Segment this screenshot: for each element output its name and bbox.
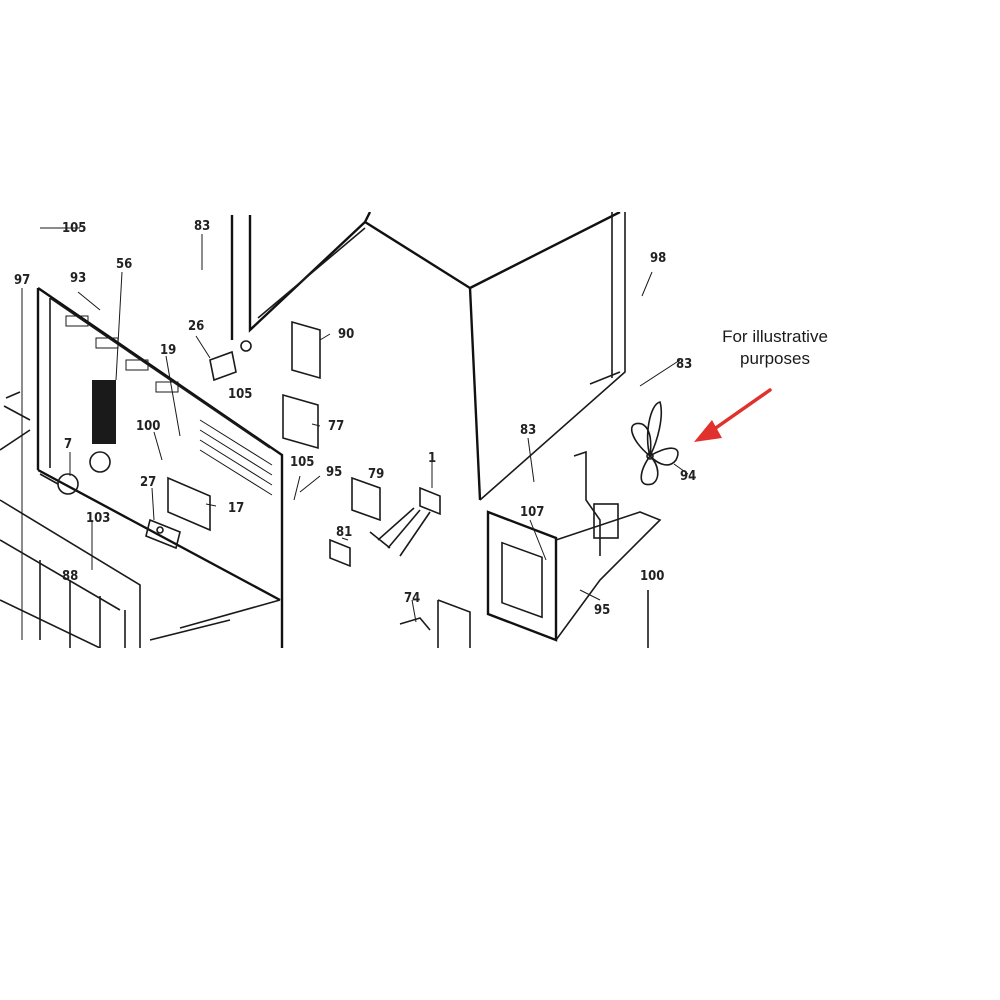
callout-95-right: 95 xyxy=(594,603,610,618)
callout-77: 77 xyxy=(328,419,344,434)
callout-1: 1 xyxy=(428,451,436,466)
callout-100-right: 100 xyxy=(640,569,664,584)
callout-83-fan: 83 xyxy=(676,357,692,372)
illustrative-note: For illustrative purposes xyxy=(722,327,828,368)
callout-56: 56 xyxy=(116,257,132,272)
callout-7: 7 xyxy=(64,437,72,452)
callout-94: 94 xyxy=(680,469,696,484)
callout-105-mid: 105 xyxy=(228,387,252,402)
callout-98: 98 xyxy=(650,251,666,266)
callout-100-left: 100 xyxy=(136,419,160,434)
control-panel xyxy=(36,287,284,648)
red-arrow-icon xyxy=(694,388,772,442)
callout-83-right: 83 xyxy=(520,423,536,438)
callout-26: 26 xyxy=(188,319,204,334)
callout-27: 27 xyxy=(140,475,156,490)
callout-83-top: 83 xyxy=(194,219,210,234)
cabinet-outline xyxy=(230,212,621,501)
keypad xyxy=(65,315,273,496)
callout-74: 74 xyxy=(404,591,420,606)
callout-19: 19 xyxy=(160,343,176,358)
callout-79: 79 xyxy=(368,467,384,482)
callout-103: 103 xyxy=(86,511,110,526)
callout-labels: 105 83 97 93 56 26 90 19 105 100 77 7 27… xyxy=(14,219,696,618)
callout-88: 88 xyxy=(62,569,78,584)
callout-95-mid: 95 xyxy=(326,465,342,480)
callout-107: 107 xyxy=(520,505,544,520)
callout-81: 81 xyxy=(336,525,352,540)
callout-17: 17 xyxy=(228,501,244,516)
callout-105-top: 105 xyxy=(62,221,86,236)
callout-105-low: 105 xyxy=(290,455,314,470)
note-line-1: For illustrative xyxy=(722,327,828,346)
note-line-2: purposes xyxy=(740,349,810,368)
diagram-drawing xyxy=(0,212,689,648)
callout-90: 90 xyxy=(338,327,354,342)
callout-93: 93 xyxy=(70,271,86,286)
callout-97: 97 xyxy=(14,273,30,288)
fan-blade xyxy=(630,401,679,486)
